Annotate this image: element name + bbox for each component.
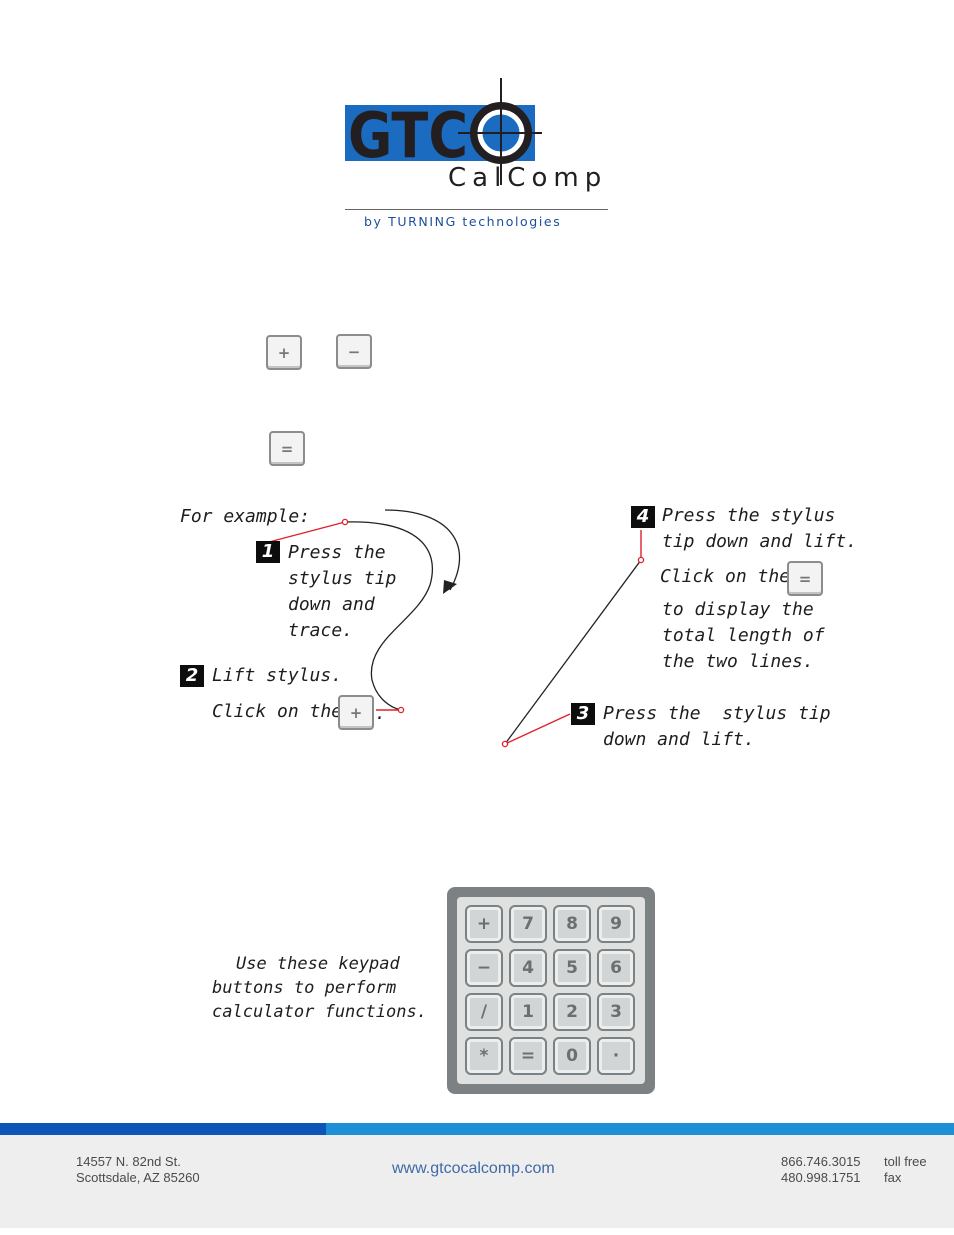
keypad-caption-line-3: calculator functions. xyxy=(212,1002,427,1022)
keypad-caption-line-1: Use these keypad xyxy=(236,954,400,974)
step4-line-1: Press the stylus xyxy=(662,505,836,526)
calculator-keypad: + 7 8 9 − 4 5 6 / 1 2 3 * = 0 · xyxy=(447,887,655,1094)
minus-key-icon: − xyxy=(336,334,372,369)
logo-subtitle: CalComp xyxy=(448,163,608,193)
plus-key-icon-inline: + xyxy=(338,695,374,730)
keypad-key-8: 8 xyxy=(553,905,591,943)
step1-line-4: trace. xyxy=(288,620,354,641)
keypad-key-multiply: * xyxy=(465,1037,503,1075)
footer-phone-tollfree: 866.746.3015 xyxy=(781,1154,861,1169)
keypad-caption-line-2: buttons to perform xyxy=(212,978,397,998)
step1-line-1: Press the xyxy=(288,542,386,563)
equals-key-icon: = xyxy=(269,431,305,466)
keypad-key-decimal: · xyxy=(597,1037,635,1075)
step3-line-2: down and lift. xyxy=(603,729,755,750)
logo-tagline: by TURNING technologies xyxy=(364,214,562,229)
keypad-key-minus: − xyxy=(465,949,503,987)
keypad-key-1: 1 xyxy=(509,993,547,1031)
step4-line-4: total length of xyxy=(662,625,825,646)
traced-curve xyxy=(344,521,434,711)
keypad-key-4: 4 xyxy=(509,949,547,987)
footer-website-link[interactable]: www.gtcocalcomp.com xyxy=(392,1160,555,1177)
step1-line-2: stylus tip xyxy=(288,568,397,589)
step4-line-3: to display the xyxy=(662,599,814,620)
gtco-calcomp-logo: GTC CalComp by TURNING technologies xyxy=(340,75,620,240)
logo-mark: GTC xyxy=(345,78,542,185)
keypad-key-divide: / xyxy=(465,993,503,1031)
keypad-key-6: 6 xyxy=(597,949,635,987)
step4-badge: 4 xyxy=(631,506,655,528)
footer-phone-tollfree-label: toll free xyxy=(884,1154,927,1169)
line-start-point xyxy=(501,740,509,748)
step3-line-1: Press the stylus tip xyxy=(603,703,831,724)
step4-line-2: tip down and lift. xyxy=(662,531,858,552)
keypad-grid: + 7 8 9 − 4 5 6 / 1 2 3 * = 0 · xyxy=(457,897,645,1084)
leader-step1 xyxy=(268,521,346,543)
keypad-key-equals: = xyxy=(509,1037,547,1075)
keypad-key-2: 2 xyxy=(553,993,591,1031)
footer-accent-bar-dark xyxy=(0,1123,326,1135)
keypad-key-9: 9 xyxy=(597,905,635,943)
footer-phone-fax: 480.998.1751 xyxy=(781,1170,861,1185)
footer-address-line-2: Scottsdale, AZ 85260 xyxy=(76,1170,200,1185)
line-end-point xyxy=(637,556,645,564)
step2-period: . xyxy=(375,703,386,724)
step2-badge: 2 xyxy=(180,665,204,687)
leader-step3 xyxy=(504,713,571,745)
footer-address-line-1: 14557 N. 82nd St. xyxy=(76,1154,181,1169)
footer-phone-fax-label: fax xyxy=(884,1170,902,1185)
keypad-key-3: 3 xyxy=(597,993,635,1031)
equals-key-icon-inline: = xyxy=(787,561,823,596)
straight-line xyxy=(504,559,642,745)
logo-letters: GTC xyxy=(348,99,468,172)
footer-accent-bar-light xyxy=(326,1123,954,1135)
keypad-key-plus: + xyxy=(465,905,503,943)
step2-text: Lift stylus. xyxy=(212,665,343,686)
example-intro: For example: xyxy=(180,506,311,527)
keypad-key-0: 0 xyxy=(553,1037,591,1075)
direction-arrowhead xyxy=(443,580,457,594)
step2-click-text: Click on the xyxy=(212,701,343,722)
logo-divider xyxy=(345,209,608,210)
keypad-key-7: 7 xyxy=(509,905,547,943)
step1-badge: 1 xyxy=(256,541,280,563)
end-point xyxy=(397,706,405,714)
example-diagram xyxy=(268,509,645,748)
step3-badge: 3 xyxy=(571,703,595,725)
plus-key-icon: + xyxy=(266,335,302,370)
footer: 14557 N. 82nd St. Scottsdale, AZ 85260 w… xyxy=(0,1135,954,1228)
step4-click-text: Click on the xyxy=(660,566,791,587)
keypad-key-5: 5 xyxy=(553,949,591,987)
step1-line-3: down and xyxy=(288,594,375,615)
start-point xyxy=(341,518,349,526)
direction-arrow xyxy=(384,509,461,591)
step4-line-5: the two lines. xyxy=(662,651,814,672)
